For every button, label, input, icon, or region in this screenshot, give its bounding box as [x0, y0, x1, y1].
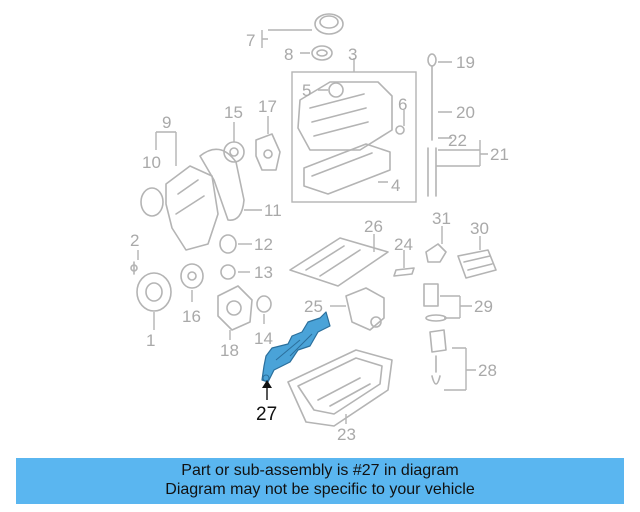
pulley-group	[130, 234, 272, 330]
parts-diagram: 7 8 3 4 5 6 19 20 21 22 9 10 11	[130, 13, 509, 444]
callout-6: 6	[398, 95, 407, 114]
highlighted-part-27[interactable]	[261, 311, 331, 383]
callout-19: 19	[456, 53, 475, 72]
callout-11: 11	[264, 201, 282, 220]
oil-pan	[287, 349, 393, 427]
banner-line-1: Part or sub-assembly is #27 in diagram	[181, 462, 459, 479]
callout-13: 13	[254, 263, 273, 282]
oil-pump	[330, 287, 385, 331]
callout-1: 1	[146, 331, 155, 350]
oil-filter	[423, 283, 472, 322]
callout-10: 10	[142, 153, 161, 172]
callout-7: 7	[246, 31, 255, 50]
callout-24: 24	[394, 235, 413, 254]
callout-3: 3	[348, 45, 357, 64]
callout-30: 30	[470, 219, 489, 238]
callout-27: 27	[256, 404, 277, 425]
callout-2: 2	[130, 231, 139, 250]
callout-18: 18	[220, 341, 239, 360]
cam-cover-group	[291, 58, 417, 203]
water-pump	[217, 285, 253, 340]
callout-14: 14	[254, 329, 273, 348]
callout-15: 15	[224, 103, 243, 122]
callout-20: 20	[456, 103, 475, 122]
gasket	[393, 250, 415, 277]
timing-cover-group	[140, 131, 262, 251]
sprocket-group	[223, 116, 281, 171]
info-banner: Part or sub-assembly is #27 in diagram D…	[16, 458, 624, 504]
callout-9: 9	[162, 113, 171, 132]
callout-21: 21	[490, 145, 509, 164]
callout-5: 5	[302, 81, 311, 100]
callout-26: 26	[364, 217, 383, 236]
callout-12: 12	[254, 235, 273, 254]
callout-22: 22	[448, 131, 467, 150]
dipstick-assembly	[427, 53, 488, 197]
callout-27-arrow	[262, 380, 272, 388]
oil-cooler	[425, 226, 497, 279]
callout-23: 23	[337, 425, 356, 444]
baffle-plate	[289, 234, 389, 287]
callout-25: 25	[304, 297, 323, 316]
callout-31: 31	[432, 209, 451, 228]
callout-4: 4	[391, 176, 400, 195]
callout-28: 28	[478, 361, 497, 380]
callout-29: 29	[474, 297, 493, 316]
pressure-sender	[429, 329, 476, 391]
oil-filler-cap	[261, 13, 344, 61]
banner-line-2: Diagram may not be specific to your vehi…	[165, 481, 475, 498]
callout-8: 8	[284, 45, 293, 64]
callout-16: 16	[182, 307, 201, 326]
callout-17: 17	[258, 97, 277, 116]
